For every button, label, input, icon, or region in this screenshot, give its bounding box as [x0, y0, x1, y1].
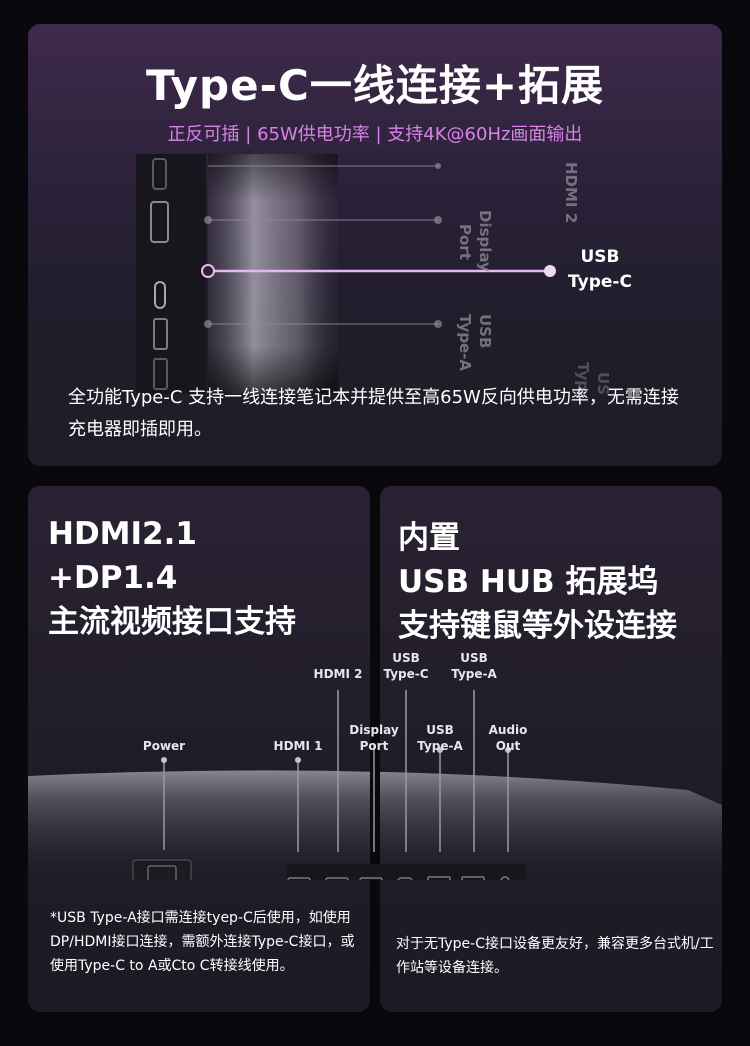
display-port-shape: [150, 201, 169, 243]
usb-c-port-shape: [154, 281, 166, 309]
label-display-rotated: Display: [476, 210, 494, 272]
label-type2-rotated: Type: [574, 362, 592, 394]
type-c-title: Type-C一线连接+拓展: [145, 61, 605, 110]
type-c-description: 全功能Type-C 支持一线连接笔记本并提供至高65W反向供电功率，无需连接充电…: [68, 387, 679, 440]
monitor-side-ports-illustration: HDMI 2 Display Port USB Type-A USB Type: [136, 154, 612, 406]
type-c-feature-card: Type-C一线连接+拓展 正反可插 | 65W供电功率 | 支持4K@60Hz…: [28, 24, 722, 466]
label-port-rotated: Port: [456, 224, 474, 260]
hdmi-port-shape: [152, 158, 167, 190]
usb-hub-heading: 内置 USB HUB 拓展坞 支持键鼠等外设连接: [398, 520, 677, 644]
label-typea-rotated: Type-A: [456, 314, 474, 371]
usb-a-port-shape: [153, 318, 168, 350]
connector-lines: [208, 165, 438, 325]
label-usb-rotated: USB: [476, 314, 494, 348]
label-hdmi2-rotated: HDMI 2: [562, 162, 580, 223]
video-interface-heading: HDMI2.1 +DP1.4 主流视频接口支持: [48, 516, 296, 640]
usb-hub-footnote: 对于无Type-C接口设备更友好，兼容更多台式机/工作站等设备连接。: [396, 936, 714, 976]
usb-hub-card: 内置 USB HUB 拓展坞 支持键鼠等外设连接 对于无Type-C接口设备更友…: [380, 486, 722, 1012]
type-c-port-diagram: HDMI 2 Display Port USB Type-A USB Type …: [28, 154, 722, 406]
usb-a-footnote: *USB Type-A接口需连接tyep-C后使用，如使用DP/HDMI接口连接…: [50, 910, 355, 974]
usb-a-port-shape-2: [153, 358, 168, 390]
monitor-edge: [136, 154, 206, 394]
type-c-subtitle: 正反可插 | 65W供电功率 | 支持4K@60Hz画面输出: [167, 124, 583, 145]
video-interface-card: HDMI2.1 +DP1.4 主流视频接口支持 *USB Type-A接口需连接…: [28, 486, 370, 1012]
usb-type-c-label: USB Type-C: [568, 247, 632, 292]
